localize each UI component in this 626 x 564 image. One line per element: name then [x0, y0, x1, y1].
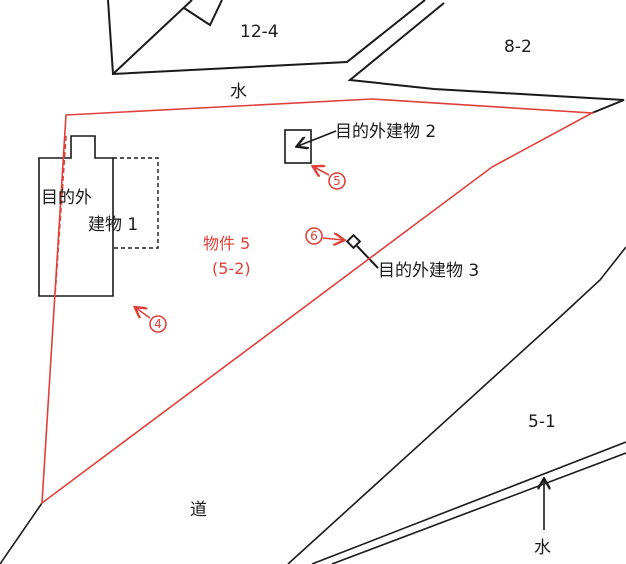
- property-inner-dashed-line: [54, 135, 67, 297]
- marker-6-label: 6: [310, 229, 318, 243]
- parcel-12-4-inner-line: [112, 0, 193, 75]
- building-1-dashed-extension: [113, 157, 159, 249]
- parcel-label-5-1: 5-1: [528, 412, 556, 432]
- road-boundary: [0, 502, 43, 564]
- building-1-label-line2: 建物 1: [88, 215, 138, 235]
- marker-6-arrow: [322, 238, 343, 240]
- building-3-leader-line: [356, 245, 379, 269]
- marker-5-label: 5: [333, 174, 341, 188]
- marker-5-circle: [328, 172, 346, 190]
- water-channel-line-2: [331, 452, 626, 564]
- building-1-label-line1: 目的外: [41, 188, 92, 208]
- building-3-label: 目的外建物 3: [378, 261, 479, 281]
- parcel-label-12-4: 12-4: [240, 22, 279, 42]
- building-2-outline: [284, 129, 312, 164]
- marker-5-arrow: [314, 167, 330, 175]
- parcel-12-4-boundary: [107, 0, 426, 76]
- water-channel-line-1: [311, 441, 626, 564]
- marker-4-arrow: [136, 308, 151, 318]
- property-5-boundary: [41, 98, 595, 505]
- building-2-leader-arrow: [298, 130, 337, 146]
- building-1-outline: [38, 135, 114, 297]
- parcel-label-8-2: 8-2: [504, 37, 532, 57]
- building-3-outline: [345, 233, 362, 250]
- marker-6-circle: [305, 227, 323, 245]
- building-2-label: 目的外建物 2: [335, 122, 436, 142]
- marker-4-label: 4: [154, 317, 162, 331]
- road-label: 道: [190, 500, 207, 520]
- marker-4-circle: [149, 315, 167, 333]
- water-label-bottom: 水: [534, 538, 551, 558]
- parcel-12-4-notch: [183, 0, 223, 27]
- property-lot: (5-2): [212, 259, 251, 278]
- water-label-top: 水: [230, 82, 247, 102]
- parcel-5-1-boundary: [287, 246, 626, 564]
- property-name: 物件 5: [203, 234, 250, 253]
- parcel-8-2-boundary: [347, 2, 625, 114]
